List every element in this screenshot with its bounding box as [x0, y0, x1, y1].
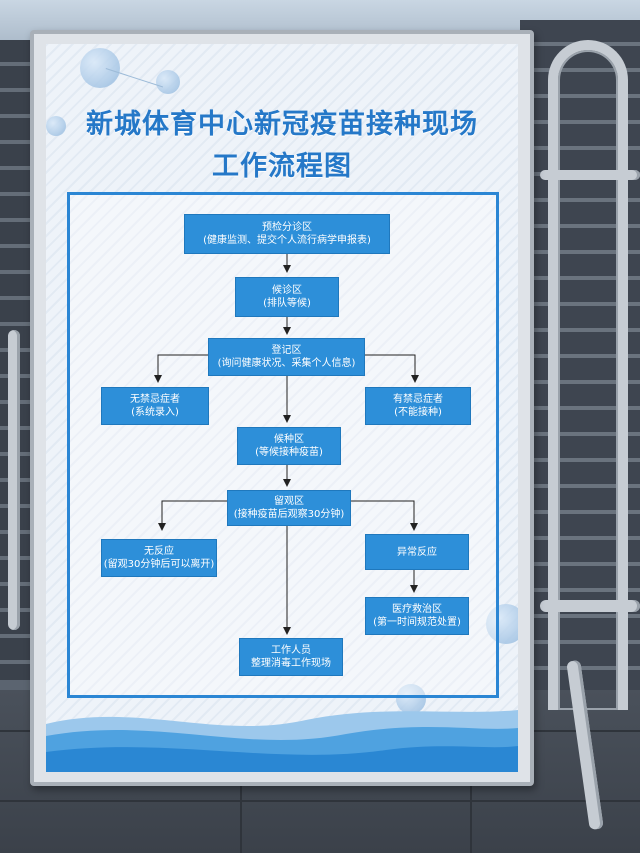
no-contra-title: 无禁忌症者	[130, 394, 180, 405]
flowchart-frame: 预检分诊区 (健康监测、提交个人流行病学申报表) 候诊区 (排队等候) 登记区 …	[67, 192, 499, 698]
metal-railing	[548, 40, 628, 710]
railing-leg	[8, 330, 20, 630]
info-board: 新城体育中心新冠疫苗接种现场 工作流程图	[30, 30, 534, 786]
registration-desc: (询问健康状况、采集个人信息)	[217, 358, 356, 369]
workflow-poster: 新城体育中心新冠疫苗接种现场 工作流程图	[46, 44, 518, 772]
rescue-title: 医疗救治区	[392, 604, 442, 615]
no-contraindication-box: 无禁忌症者 (系统录入)	[102, 388, 208, 424]
waiting-desc: (排队等候)	[263, 298, 311, 309]
has-contra-desc: (不能接种)	[394, 407, 442, 418]
poster-title-line1: 新城体育中心新冠疫苗接种现场	[86, 109, 478, 140]
abnormal-reaction-box: 异常反应	[366, 535, 468, 569]
registration-title: 登记区	[271, 345, 302, 356]
railing-bar	[540, 600, 640, 612]
precheck-box: 预检分诊区 (健康监测、提交个人流行病学申报表)	[185, 215, 389, 253]
decor-bubble	[486, 604, 518, 644]
flow-arrows	[154, 253, 419, 635]
has-contra-title: 有禁忌症者	[393, 394, 443, 405]
decor-bubble	[46, 116, 66, 136]
staff-box: 工作人员 整理消毒工作现场	[240, 639, 342, 675]
observation-box: 留观区 (接种疫苗后观察30分钟)	[228, 491, 350, 525]
abnormal-title: 异常反应	[397, 546, 437, 558]
decor-bubble	[80, 48, 120, 88]
staff-title: 工作人员	[271, 645, 311, 656]
no-reaction-box: 无反应 (留观30分钟后可以离开)	[102, 540, 216, 576]
no-reaction-desc: (留观30分钟后可以离开)	[103, 559, 215, 570]
precheck-title: 预检分诊区	[262, 222, 312, 233]
precheck-desc: (健康监测、提交个人流行病学申报表)	[203, 235, 371, 246]
no-reaction-title: 无反应	[144, 546, 174, 557]
vaccination-desc: (等候接种疫苗)	[255, 447, 323, 458]
poster-title-line2: 工作流程图	[212, 151, 352, 182]
medical-rescue-box: 医疗救治区 (第一时间规范处置)	[366, 598, 468, 634]
no-contra-desc: (系统录入)	[131, 407, 179, 418]
staff-desc: 整理消毒工作现场	[251, 658, 331, 669]
decor-bubble	[396, 684, 426, 714]
registration-box: 登记区 (询问健康状况、采集个人信息)	[209, 339, 364, 375]
observation-desc: (接种疫苗后观察30分钟)	[233, 509, 345, 520]
vaccination-title: 候种区	[274, 434, 304, 445]
rescue-desc: (第一时间规范处置)	[373, 617, 461, 628]
observation-title: 留观区	[274, 496, 304, 507]
railing-bar	[540, 170, 640, 180]
has-contraindication-box: 有禁忌症者 (不能接种)	[366, 388, 470, 424]
waiting-box: 候诊区 (排队等候)	[236, 278, 338, 316]
decor-waves	[46, 710, 518, 772]
vaccination-waiting-box: 候种区 (等候接种疫苗)	[238, 428, 340, 464]
decor-bubble	[156, 70, 180, 94]
waiting-title: 候诊区	[272, 285, 302, 296]
